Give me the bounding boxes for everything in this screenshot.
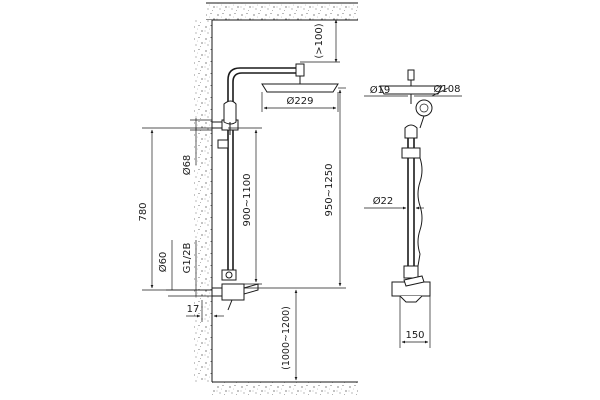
label-floor-height: (1000~1200) <box>281 306 292 370</box>
label-bracket-diameter: Ø68 <box>181 155 193 176</box>
front-view-shower <box>379 69 443 303</box>
hand-shower-front <box>415 99 433 117</box>
hand-shower-side <box>223 100 237 125</box>
rain-shower-head-front <box>379 85 443 95</box>
dimension-lines <box>142 19 462 381</box>
label-head-height: 950~1250 <box>324 164 335 217</box>
rain-shower-head-side <box>261 83 339 93</box>
label-thread: G1/2B <box>182 243 193 274</box>
label-rail-height: 900~1100 <box>242 174 253 227</box>
ceiling-slab <box>206 3 358 20</box>
dimension-labels: (>100) Ø229 Ø19 Ø108 Ø68 780 900~1100 95… <box>138 23 460 370</box>
label-top-fitting-diameter: Ø19 <box>370 84 391 96</box>
wall-section <box>194 20 212 382</box>
label-rail-diameter: Ø22 <box>373 195 394 207</box>
label-offset: 17 <box>187 304 200 315</box>
label-mixer-width: 150 <box>405 330 424 341</box>
label-wall-flange-diameter: Ø60 <box>157 252 169 273</box>
building-structure <box>194 2 358 396</box>
label-side-head-diameter: Ø108 <box>434 83 461 95</box>
label-head-diameter: Ø229 <box>287 95 314 107</box>
label-ceiling-clearance: (>100) <box>314 23 325 58</box>
side-view-shower <box>211 63 339 311</box>
floor-slab <box>212 382 358 396</box>
mixer-side <box>221 283 245 301</box>
label-total-height: 780 <box>138 202 149 221</box>
